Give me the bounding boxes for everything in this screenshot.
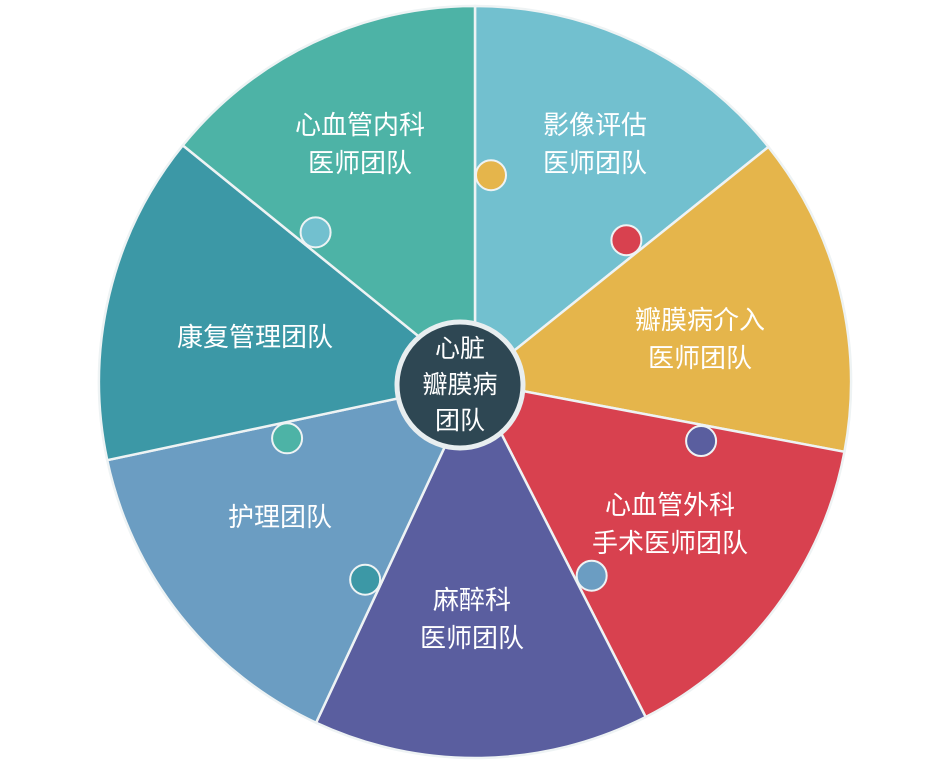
puzzle-tab (685, 425, 718, 458)
segment-surgery (314, 379, 648, 760)
segment-label-imaging: 影像评估医师团队 (542, 111, 648, 179)
puzzle-tab (610, 224, 643, 257)
segment-nursing (97, 143, 478, 462)
puzzle-tab (575, 559, 608, 592)
segment-label-rehab: 康复管理团队 (176, 323, 334, 353)
segment-label-intervention: 瓣膜病介入医师团队 (634, 306, 766, 374)
segment-label-cardiology: 心血管内科医师团队 (294, 111, 426, 179)
segment-anesthesia (105, 380, 478, 725)
segment-label-anesthesia: 麻醉科医师团队 (419, 586, 525, 654)
center-label: 心脏瓣膜病团队 (422, 334, 498, 435)
puzzle-tab (271, 422, 304, 455)
segment-label-surgery: 心血管外科手术医师团队 (591, 491, 749, 559)
center-hub (394, 319, 526, 451)
segment-label-nursing: 护理团队 (227, 503, 333, 533)
puzzle-tab (299, 216, 332, 249)
puzzle-tab (349, 563, 382, 596)
segment-imaging (472, 145, 853, 454)
segment-intervention (472, 380, 846, 719)
segment-rehab (181, 4, 477, 385)
segment-cardiology (473, 4, 771, 385)
puzzle-tab (475, 159, 507, 192)
